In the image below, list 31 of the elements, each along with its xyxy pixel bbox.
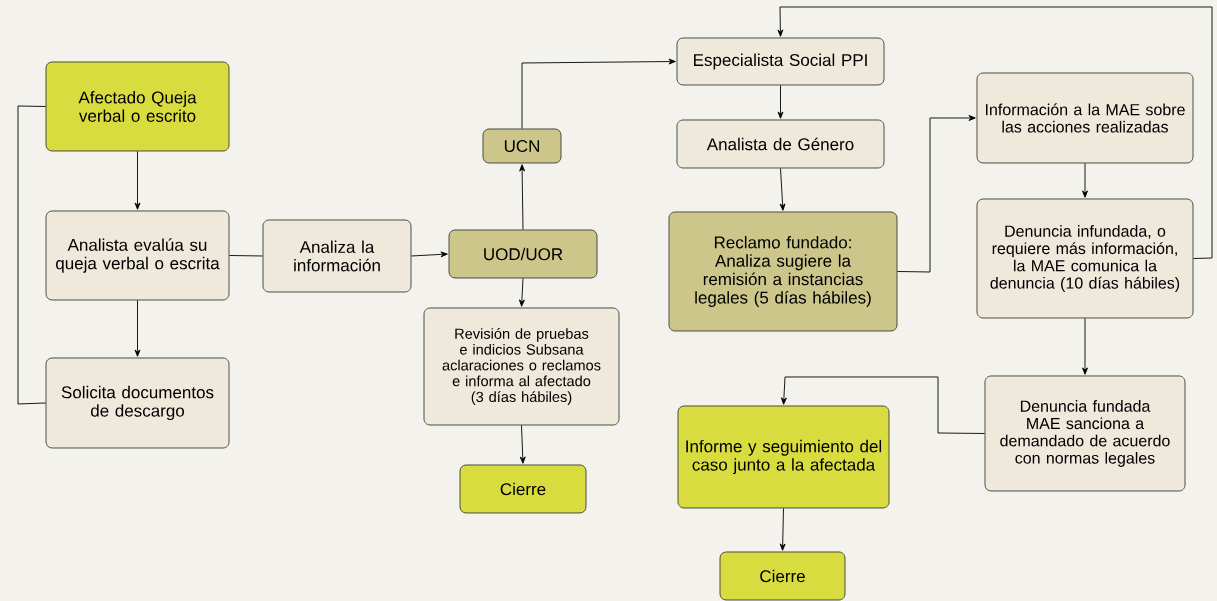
process-box: Especialista Social PPI bbox=[676, 37, 885, 86]
arrow bbox=[897, 115, 976, 273]
arrow bbox=[411, 251, 448, 258]
process-box: Reclamo fundado: Analiza sugiere la remisión a instancias legales (5 días hábiles) bbox=[668, 211, 898, 332]
arrow bbox=[519, 164, 526, 230]
process-box: Denuncia fundada MAE sanciona a demandado de acuerdo con normas legales bbox=[984, 375, 1186, 492]
process-box: Analista evalúa su queja verbal o escrita bbox=[45, 210, 230, 301]
process-box: Revisión de pruebas e indicios Subsana aclaraciones o reclamos e informa al afectado (3 días hábiles) bbox=[423, 307, 620, 426]
arrow bbox=[1082, 318, 1088, 375]
process-box: Analiza la información bbox=[262, 219, 412, 293]
process-box: Información a la MAE sobre las acciones realizadas bbox=[976, 72, 1194, 164]
process-box: Cierre bbox=[459, 464, 587, 514]
arrow bbox=[518, 278, 525, 307]
arrow bbox=[777, 85, 784, 119]
process-box: UOD/UOR bbox=[448, 229, 598, 279]
process-box: UCN bbox=[482, 128, 562, 164]
arrow bbox=[777, 6, 1213, 259]
arrow bbox=[779, 508, 786, 551]
arrow bbox=[521, 58, 676, 129]
arrow bbox=[779, 168, 786, 211]
process-box: Informe y seguimiento del caso junto a la afectada bbox=[677, 405, 890, 509]
arrow bbox=[519, 425, 526, 464]
process-box: Solicita documentos de descargo bbox=[45, 357, 230, 449]
arrow bbox=[1082, 163, 1088, 198]
arrow bbox=[780, 376, 985, 434]
process-box: Cierre bbox=[719, 551, 846, 601]
arrow bbox=[134, 300, 141, 357]
arrow bbox=[134, 151, 141, 210]
process-box: Denuncia infundada, o requiere más información, la MAE comunica la denuncia (10 días hábiles) bbox=[976, 198, 1194, 319]
process-box: Afectado Queja verbal o escrito bbox=[45, 61, 230, 152]
process-box: Analista de Género bbox=[676, 119, 885, 169]
